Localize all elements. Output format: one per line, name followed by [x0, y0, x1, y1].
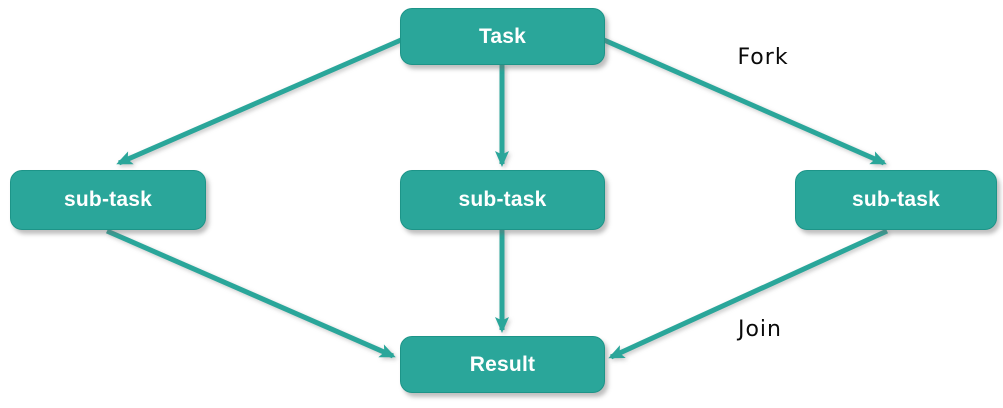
node-subtask-left-label: sub-task [64, 188, 152, 211]
node-subtask-right: sub-task [795, 170, 997, 230]
node-subtask-center-label: sub-task [458, 188, 547, 211]
arrow-task-to-subtask-left [116, 37, 402, 166]
node-subtask-right-label: sub-task [852, 188, 940, 211]
node-result-label: Result [469, 352, 536, 376]
edge-label-join: Join [737, 317, 782, 342]
arrow-task-to-subtask-right [602, 37, 887, 166]
node-result: Result [400, 336, 605, 393]
node-subtask-center: sub-task [400, 170, 605, 230]
node-subtask-left: sub-task [10, 170, 206, 230]
edge-label-fork: Fork [737, 45, 789, 70]
node-task-label: Task [478, 24, 527, 48]
node-task: Task [400, 8, 605, 65]
arrow-subtask-right-to-result [608, 228, 889, 360]
arrow-subtask-left-to-result [105, 228, 396, 359]
